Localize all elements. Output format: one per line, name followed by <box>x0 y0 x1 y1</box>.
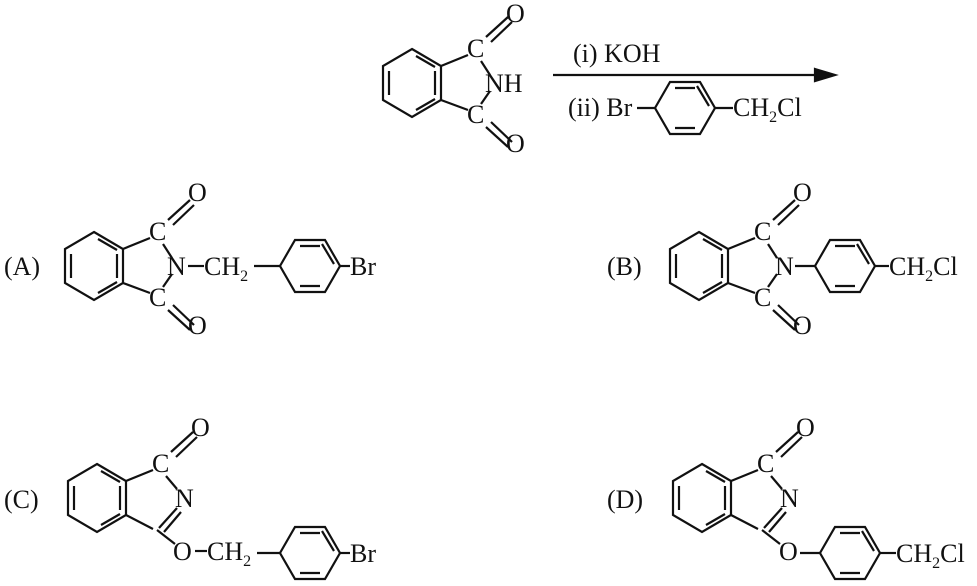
svg-text:N: N <box>175 484 194 513</box>
reagent-koh: (i) KOH <box>573 39 661 68</box>
option-c: (C) C N O O CH2 Br <box>4 413 376 581</box>
svg-text:C: C <box>754 283 771 312</box>
option-a: (A) C C N O O CH2 Br <box>4 178 376 340</box>
svg-text:Br: Br <box>350 252 376 281</box>
svg-text:C: C <box>152 449 169 478</box>
option-label: (A) <box>4 252 40 281</box>
svg-text:O: O <box>173 537 192 566</box>
atom-nh: NH <box>485 69 523 98</box>
svg-text:C: C <box>754 217 771 246</box>
svg-text:O: O <box>191 413 210 442</box>
svg-text:N: N <box>780 484 799 513</box>
svg-text:CH2: CH2 <box>204 252 248 285</box>
reagent-bromobenzyl-chloride: (ii) Br CH2Cl <box>568 80 802 136</box>
svg-text:C: C <box>149 217 166 246</box>
svg-text:C: C <box>149 283 166 312</box>
atom-o: O <box>506 129 525 158</box>
reaction-arrow <box>553 67 839 83</box>
svg-text:N: N <box>167 252 186 281</box>
atom-c: C <box>467 100 484 129</box>
option-b: (B) C C N O O CH2Cl <box>607 178 958 340</box>
svg-text:CH2: CH2 <box>207 537 251 570</box>
svg-text:O: O <box>793 178 812 207</box>
option-d: (D) C N O O CH2Cl <box>607 413 965 581</box>
svg-text:O: O <box>793 311 812 340</box>
option-label: (B) <box>607 252 642 281</box>
atom-c: C <box>467 34 484 63</box>
atom-o: O <box>506 0 525 28</box>
svg-text:O: O <box>796 413 815 442</box>
svg-text:Br: Br <box>350 539 376 568</box>
svg-text:O: O <box>188 178 207 207</box>
option-label: (C) <box>4 485 39 514</box>
svg-text:CH2Cl: CH2Cl <box>889 252 958 285</box>
svg-text:O: O <box>779 537 798 566</box>
svg-text:N: N <box>775 252 794 281</box>
svg-text:CH2Cl: CH2Cl <box>733 93 802 126</box>
svg-text:C: C <box>757 449 774 478</box>
svg-text:O: O <box>188 311 207 340</box>
svg-text:CH2Cl: CH2Cl <box>896 539 965 572</box>
option-label: (D) <box>607 485 643 514</box>
svg-text:(ii) Br: (ii) Br <box>568 93 633 122</box>
phthalimide-reactant: C C NH O O <box>381 0 525 158</box>
